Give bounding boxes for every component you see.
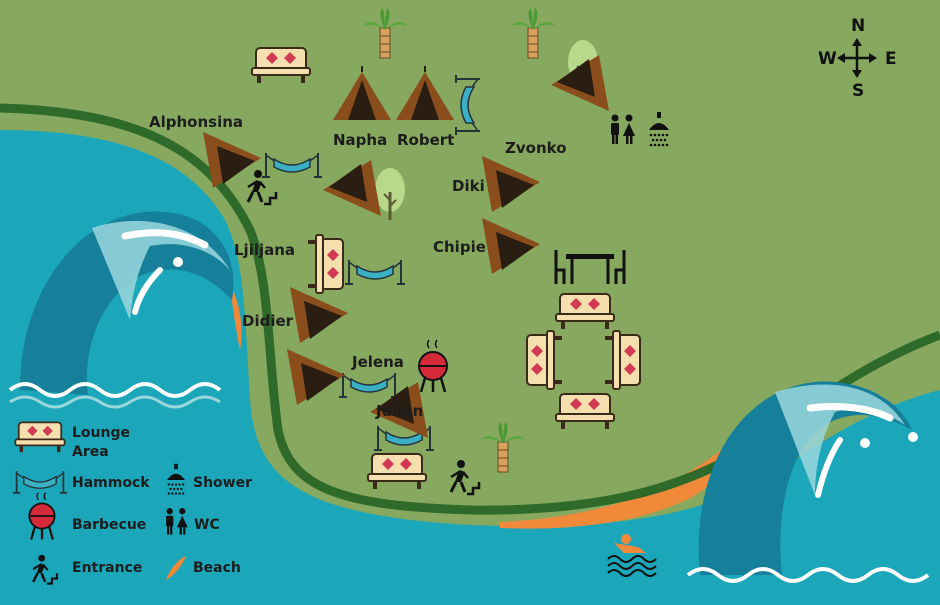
tent-label-diki: Diki — [452, 177, 485, 195]
compass-west: W — [818, 49, 837, 69]
compass-north: N — [851, 16, 865, 36]
tent-label-napha: Napha — [333, 131, 387, 149]
compass-south: S — [852, 81, 864, 101]
legend-hammock-label: Hammock — [72, 475, 150, 491]
legend-barbecue-label: Barbecue — [72, 517, 146, 533]
tent-label-zvonko: Zvonko — [505, 139, 567, 157]
tent-label-julian: Julian — [375, 402, 423, 420]
tent-label-ljiljana: Ljiljana — [234, 241, 295, 259]
tent-label-chipie: Chipie — [433, 238, 486, 256]
legend-wc-label: WC — [194, 517, 220, 533]
legend-lounge-label: Lounge — [72, 425, 130, 441]
beach-sand-left — [230, 285, 242, 350]
wave-left — [8, 211, 234, 409]
legend-lounge-label-2: Area — [72, 444, 109, 460]
compass-rose — [837, 38, 877, 78]
picnic-table-icon — [554, 250, 626, 284]
legend-shower-label: Shower — [193, 475, 252, 491]
sea — [0, 130, 940, 605]
tent-label-robert: Robert — [397, 131, 454, 149]
legend-entrance-label: Entrance — [72, 560, 142, 576]
compass-east: E — [885, 49, 897, 69]
legend-beach-label: Beach — [193, 560, 241, 576]
swimmer-icon — [607, 534, 657, 577]
legend: Lounge Area Hammock Shower Barbecue WC E… — [12, 421, 252, 585]
wave-right — [686, 381, 930, 583]
legend-beach-icon — [166, 556, 186, 580]
tent-label-alphonsina: Alphonsina — [149, 113, 243, 131]
tent-label-didier: Didier — [242, 312, 294, 330]
tent-label-jelena: Jelena — [351, 353, 404, 371]
